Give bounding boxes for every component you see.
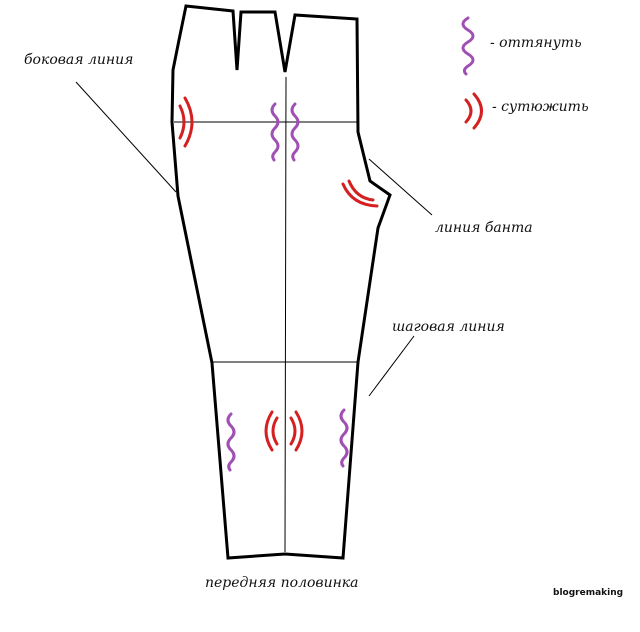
side-line-label: боковая линия bbox=[24, 52, 134, 68]
shrink-mark-icon bbox=[271, 416, 279, 446]
legend-arcs-icon-inner bbox=[464, 98, 473, 124]
fly-line-label: линия банта bbox=[435, 220, 533, 236]
legend-stretch-text: - оттянуть bbox=[490, 35, 582, 51]
shrink-mark-icon bbox=[183, 96, 194, 148]
legend-shrink-text: - сутюжить bbox=[492, 99, 589, 115]
shrink-mark-icon bbox=[294, 410, 304, 452]
fly-line-leader bbox=[368, 158, 433, 216]
grain-line bbox=[284, 76, 287, 553]
stretch-mark-icon bbox=[339, 408, 349, 468]
stretch-mark-icon bbox=[270, 102, 280, 162]
side-line-leader bbox=[75, 81, 177, 193]
watermark: blogremaking bbox=[553, 588, 624, 598]
stretch-mark-icon bbox=[226, 412, 236, 472]
legend-wavy-line-icon bbox=[461, 16, 475, 76]
legend-arcs-icon-outer bbox=[472, 92, 483, 130]
stretch-mark-icon bbox=[290, 102, 300, 162]
shrink-mark-icon bbox=[341, 182, 379, 208]
trouser-front-outline bbox=[170, 4, 392, 560]
inseam-line-label: шаговая линия bbox=[392, 319, 505, 335]
shrink-mark-icon bbox=[347, 179, 375, 202]
shrink-mark-icon bbox=[178, 104, 186, 140]
diagram-caption: передняя половинка bbox=[205, 575, 359, 591]
shrink-mark-icon bbox=[289, 416, 297, 446]
inseam-line-leader bbox=[368, 335, 415, 397]
shrink-mark-icon bbox=[264, 410, 274, 452]
